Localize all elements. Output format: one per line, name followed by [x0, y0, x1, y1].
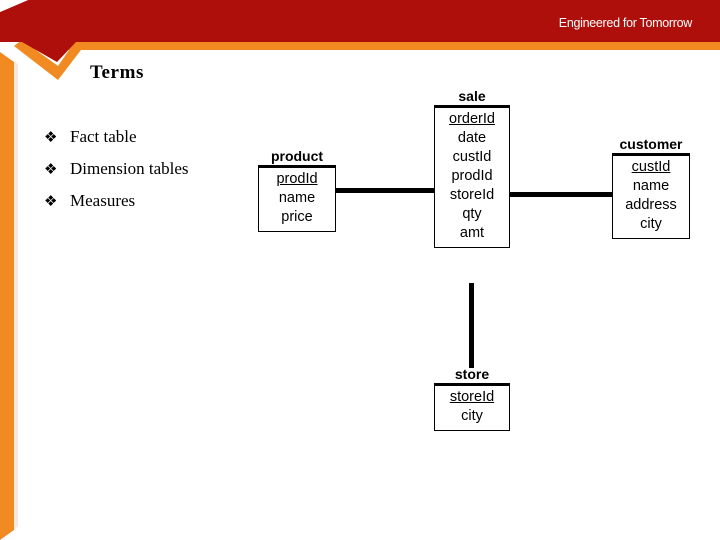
er-field-date: date [457, 130, 487, 146]
diamond-bullet-icon: ❖ [44, 160, 58, 178]
er-table-fields: custId name address city [612, 153, 690, 239]
relationship-product-sale [336, 188, 436, 193]
list-item: ❖ Dimension tables [44, 160, 274, 184]
list-item: ❖ Measures [44, 192, 274, 216]
er-field-storeid: storeId [449, 389, 495, 405]
list-item-label: Fact table [70, 127, 137, 146]
er-table-fields: storeId city [434, 383, 510, 431]
er-field-custid: custId [631, 159, 671, 175]
er-field-qty: qty [462, 206, 482, 222]
er-table-fields: orderId date custId prodId storeId qty a… [434, 105, 510, 248]
er-field-custid: custId [452, 149, 492, 165]
header-tagline: Engineered for Tomorrow [558, 16, 693, 30]
relationship-sale-store [469, 283, 474, 368]
er-field-city: city [461, 408, 483, 424]
er-table-sale: sale orderId date custId prodId storeId … [434, 88, 510, 248]
er-table-title: customer [619, 136, 683, 152]
diamond-bullet-icon: ❖ [44, 192, 58, 210]
er-field-storeid: storeId [449, 187, 495, 203]
er-field-prodid: prodId [451, 168, 493, 184]
er-field-name: name [632, 178, 670, 194]
list-item: ❖ Fact table [44, 128, 274, 152]
list-item-label: Measures [70, 191, 136, 210]
er-table-fields: prodId name price [258, 165, 336, 232]
er-field-price: price [281, 209, 313, 225]
list-item-label: Dimension tables [70, 159, 189, 178]
relationship-sale-customer [508, 192, 614, 197]
er-table-product: product prodId name price [258, 148, 336, 232]
er-field-city: city [640, 216, 662, 232]
er-field-amt: amt [459, 225, 485, 241]
er-table-store: store storeId city [434, 366, 510, 431]
er-field-name: name [278, 190, 316, 206]
er-field-orderid: orderId [449, 111, 495, 127]
er-table-title: sale [458, 88, 486, 104]
diamond-bullet-icon: ❖ [44, 128, 58, 146]
er-table-customer: customer custId name address city [612, 136, 690, 239]
er-field-address: address [625, 197, 677, 213]
er-table-title: product [270, 148, 324, 164]
terms-bullet-list: ❖ Fact table ❖ Dimension tables ❖ Measur… [44, 128, 274, 224]
er-field-prodid: prodId [276, 171, 318, 187]
er-table-title: store [454, 366, 490, 382]
page-title: Terms [90, 62, 145, 83]
